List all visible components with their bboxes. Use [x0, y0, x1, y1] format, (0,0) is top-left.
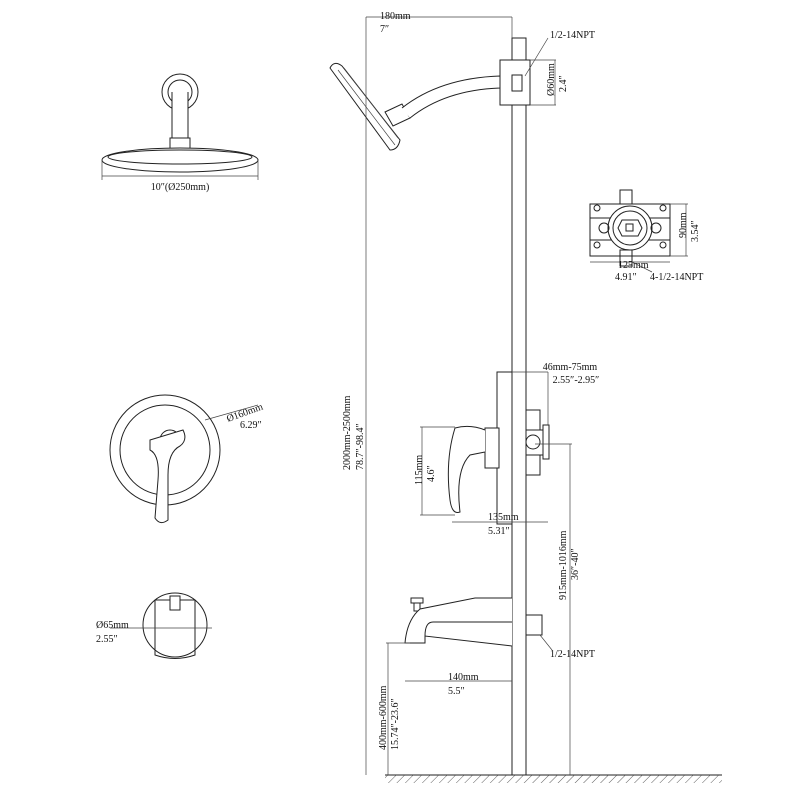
showerhead-diameter-label: 10″(Ø250mm) — [151, 182, 210, 193]
flange-diameter-in-label: 2.4″ — [558, 75, 569, 92]
handle-height-in-label: 4.6″ — [426, 465, 437, 482]
spout-height-mm-label: 400mm-600mm — [378, 685, 389, 750]
shower-height-mm-label: 2000mm-2500mm — [342, 395, 353, 470]
valve-depth-in-label: 2.55″-2.95″ — [553, 375, 600, 386]
valve-height-in-label: 3.54″ — [690, 220, 701, 242]
spout-height-in-label: 15.74″-23.6″ — [390, 698, 401, 750]
valve-height-floor-in-label: 36″-40″ — [570, 548, 581, 580]
flange-diameter-mm-label: Ø60mm — [546, 63, 557, 96]
spout-length-in-label: 5.5″ — [448, 686, 465, 697]
valve-height-floor-mm-label: 915mm-1016mm — [558, 530, 569, 600]
arm-length-in-label: 7″ — [380, 24, 389, 35]
trim-diameter-in-label: 6.29″ — [240, 420, 262, 431]
valve-width-mm-label: 125mm — [618, 260, 649, 271]
handle-height-mm-label: 115mm — [414, 455, 425, 485]
arm-thread-label: 1/2-14NPT — [550, 30, 595, 41]
spout-diameter-in-label: 2.55″ — [96, 634, 118, 645]
spout-side-view: 1/2-14NPT 140mm 5.5″ 400mm-600mm 15.74″-… — [378, 597, 595, 775]
valve-side-view: 46mm-75mm 2.55″-2.95″ 115mm 4.6″ 135mm 5… — [414, 362, 599, 775]
shower-height-dimension: 2000mm-2500mm 78.7″-98.4″ — [342, 395, 366, 470]
valve-depth-mm-label: 46mm-75mm — [543, 362, 598, 373]
rough-in-valve-body: 90mm 3.54″ 125mm 4.91″ 4-1/2-14NPT — [589, 189, 703, 283]
floor — [385, 774, 722, 783]
spout-length-mm-label: 140mm — [448, 672, 479, 683]
projection-in-label: 5.31″ — [488, 526, 510, 537]
trim-plate-front-view: Ø160mm 6.29″ — [109, 394, 265, 524]
showerhead-side-view: 180mm 7″ 1/2-14NPT Ø60mm 2.4″ — [329, 11, 595, 775]
spout-diameter-mm-label: Ø65mm — [96, 620, 129, 631]
showerhead-front-view: 10″(Ø250mm) — [101, 73, 259, 193]
valve-thread-label: 4-1/2-14NPT — [650, 272, 703, 283]
projection-mm-label: 135mm — [488, 512, 519, 523]
wall — [511, 37, 527, 776]
valve-width-in-label: 4.91″ — [615, 272, 637, 283]
spout-front-view: Ø65mm 2.55″ — [96, 592, 212, 659]
spout-thread-label: 1/2-14NPT — [550, 649, 595, 660]
shower-height-in-label: 78.7″-98.4″ — [355, 423, 366, 470]
arm-length-mm-label: 180mm — [380, 11, 411, 22]
valve-height-mm-label: 90mm — [678, 212, 689, 238]
